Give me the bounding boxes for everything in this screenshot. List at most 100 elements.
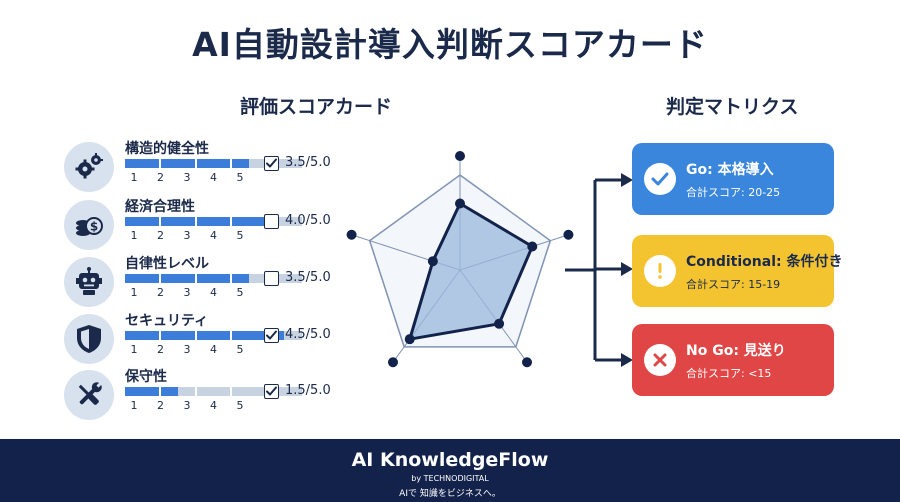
radar-data-point	[455, 198, 465, 209]
bar-divider	[230, 217, 233, 226]
decision-title: No Go: 見送り	[686, 343, 786, 359]
tick-label: 4	[210, 171, 217, 184]
wrench-screwdriver-icon	[64, 370, 114, 420]
radar-axis-endpoint	[563, 229, 574, 240]
decision-range: 合計スコア: 15-19	[686, 278, 781, 291]
tick-label: 3	[183, 399, 191, 412]
score-value: 4.0/5.0	[285, 213, 331, 228]
radar-data-point	[404, 334, 415, 345]
exclamation-icon	[644, 255, 676, 287]
tick-label: 2	[157, 399, 164, 412]
robot-icon	[64, 257, 114, 307]
radar-axis-endpoint	[387, 357, 398, 368]
radar-axis-endpoint	[346, 229, 357, 240]
check-icon	[644, 163, 676, 195]
decision-conditional: Conditional: 条件付き 合計スコア: 15-19	[632, 235, 842, 307]
checkbox[interactable]	[264, 214, 279, 229]
radar-data-area	[407, 201, 535, 342]
bar-divider	[194, 159, 197, 168]
footer-by: by TECHNODIGITAL	[411, 474, 489, 483]
checkbox[interactable]	[264, 271, 279, 286]
tick-label: 1	[130, 399, 138, 412]
tick-label: 1	[130, 171, 138, 184]
score-bar-fill	[125, 387, 179, 396]
footer-tagline: AIで 知識をビジネスへ。	[399, 489, 501, 499]
bar-divider	[159, 387, 162, 396]
scorecard-heading: 評価スコアカード	[240, 96, 393, 118]
checkbox[interactable]	[264, 384, 279, 399]
bar-divider	[194, 274, 197, 283]
bar-divider	[230, 159, 233, 168]
metric-label: セキュリティ	[125, 313, 209, 329]
decision-title: Conditional: 条件付き	[686, 254, 843, 270]
page-title: AI自動設計導入判断スコアカード	[192, 25, 708, 64]
score-value: 4.5/5.0	[285, 327, 331, 342]
tick-label: 4	[210, 286, 217, 299]
score-value: 3.5/5.0	[285, 155, 331, 170]
metric-economic: $ 経済合理性 1 2 3 4 5 4.0/5.0	[64, 196, 344, 252]
tick-label: 1	[130, 343, 138, 356]
radar-chart	[346, 151, 574, 368]
metric-label: 構造的健全性	[125, 141, 209, 157]
score-bar-fill	[125, 159, 249, 168]
tick-label: 5	[236, 343, 244, 356]
tick-label: 1	[130, 286, 138, 299]
bar-divider	[159, 274, 162, 283]
radar-data-point	[527, 241, 538, 252]
score-ticks: 1 2 3 4 5	[125, 229, 325, 243]
tick-label: 4	[210, 399, 217, 412]
tick-label: 3	[183, 171, 191, 184]
tick-label: 1	[130, 229, 138, 242]
decision-connector	[565, 173, 633, 367]
bar-divider	[194, 387, 197, 396]
shield-icon	[64, 314, 114, 364]
radar-data-point	[494, 318, 505, 329]
decision-go: Go: 本格導入 合計スコア: 20-25	[632, 143, 834, 215]
footer-brand: AI KnowledgeFlow	[351, 449, 549, 471]
svg-text:$: $	[90, 220, 98, 234]
tick-label: 4	[210, 343, 217, 356]
decision-nogo: No Go: 見送り 合計スコア: <15	[632, 324, 834, 396]
decision-range: 合計スコア: <15	[686, 367, 772, 380]
gears-icon	[64, 142, 114, 192]
metric-label: 保守性	[125, 369, 167, 385]
score-ticks: 1 2 3 4 5	[125, 399, 325, 413]
tick-label: 5	[236, 286, 244, 299]
tick-label: 3	[183, 229, 191, 242]
bar-divider	[194, 217, 197, 226]
bar-divider	[159, 217, 162, 226]
metric-structural: 構造的健全性 1 2 3 4 5 3.5/5.0	[64, 138, 344, 194]
tick-label: 4	[210, 229, 217, 242]
checkbox[interactable]	[264, 328, 279, 343]
checkbox[interactable]	[264, 156, 279, 171]
tick-label: 3	[183, 286, 191, 299]
bar-divider	[194, 331, 197, 340]
score-value: 1.5/5.0	[285, 383, 331, 398]
score-bar-fill	[125, 274, 249, 283]
matrix-heading: 判定マトリクス	[666, 96, 799, 118]
bar-divider	[159, 159, 162, 168]
bar-divider	[230, 331, 233, 340]
score-bar-fill	[125, 331, 285, 340]
decision-range: 合計スコア: 20-25	[686, 186, 781, 199]
score-ticks: 1 2 3 4 5	[125, 171, 325, 185]
bar-divider	[159, 331, 162, 340]
bar-divider	[230, 274, 233, 283]
tick-label: 2	[157, 343, 164, 356]
metric-label: 自律性レベル	[125, 256, 209, 272]
tick-label: 2	[157, 229, 164, 242]
bar-divider	[230, 387, 233, 396]
cross-icon	[644, 344, 676, 376]
radar-axis-endpoint	[522, 357, 533, 368]
tick-label: 5	[236, 171, 244, 184]
score-ticks: 1 2 3 4 5	[125, 343, 325, 357]
metric-label: 経済合理性	[125, 199, 195, 215]
radar-axis-endpoint	[455, 151, 465, 161]
tick-label: 5	[236, 399, 244, 412]
tick-label: 5	[236, 229, 244, 242]
coins-dollar-icon: $	[64, 200, 114, 250]
tick-label: 2	[157, 171, 164, 184]
footer: AI KnowledgeFlow by TECHNODIGITAL AIで 知識…	[0, 439, 900, 502]
tick-label: 3	[183, 343, 191, 356]
